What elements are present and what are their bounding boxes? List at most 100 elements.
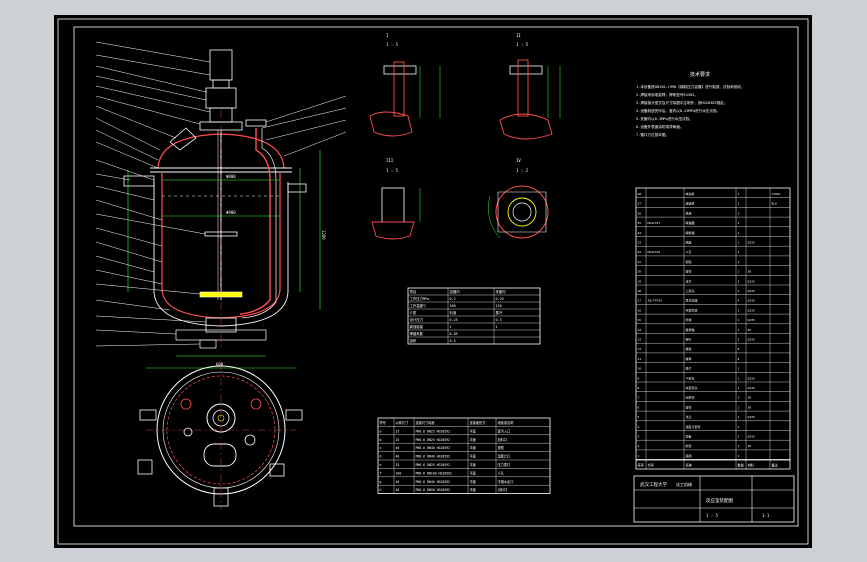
parts-table-cell: 13 [638,337,642,341]
parts-table-cell: 底座 [686,239,692,244]
nozzle-table-cell: h [380,488,382,492]
note-line-2: 2.焊接采用电弧焊，焊条型号E4303。 [636,92,698,97]
parts-table-cell: Q235 [748,289,755,293]
parts-table-cell: 8 [638,386,640,390]
nozzle-table-cell: 人孔 [498,470,505,475]
parts-table-cell: 减速机 [686,201,695,206]
left-leader-lines [95,41,211,347]
parts-table-cell: 25 [638,221,642,225]
title-sheet: 1-1 [762,513,770,518]
parts-table-cell: Q235 [748,415,755,419]
parts-table-cell: 2 [738,434,740,438]
parts-table-cell: 1 [738,192,740,196]
nozzle-table-cell: 25 [396,438,400,442]
parts-table-cell: 夹套封头 [686,385,698,390]
tech-table-header-cell: 项目 [410,290,417,294]
support-lug-left [123,175,155,187]
parts-table-cell: Q235 [748,434,755,438]
parts-table-cell: 1 [738,231,740,235]
parts-table-cell: HG21537 [648,221,661,225]
detail-view-iii: III 1 : 5 [371,158,421,240]
parts-table-cell: 19 [638,279,642,283]
nozzle-table-cell: 平面 [470,429,476,433]
parts-table-cell: 2 [638,444,640,448]
parts-table-cell: 视镜 [686,259,692,264]
nozzle-table-cell: b [380,438,382,442]
parts-table-cell: 6 [638,405,640,409]
right-leader-lines [261,95,347,157]
plan-view: 600 [137,362,303,510]
parts-table-cell: 22 [638,250,642,254]
nozzle-table-cell: PN0.6 DN40 HG20592 [416,480,451,484]
nozzle-table-header-cell: 连接面形式 [470,420,487,425]
nozzle-table-cell: PN0.6 DN25 HG20592 [416,463,451,467]
note-line-6: 6.设备外表面涂防锈漆两遍。 [636,124,683,129]
tech-table-cell: 设计压力 [410,317,424,322]
nozzle-table-cell: 平面 [470,446,476,450]
parts-table-cell: 1 [738,211,740,215]
tech-table-cell: 0.85 [450,332,458,336]
parts-table-cell: 45 [748,328,752,332]
parts-table-cell: 20 [748,444,752,448]
nozzle-table-cell: 平面 [470,471,476,475]
parts-table-cell: Q235 [748,279,755,283]
parts-table-cell: 26 [638,211,642,215]
parts-table-cell: 1 [738,240,740,244]
parts-table-cell: 11 [638,357,642,361]
nozzle-table-cell: 40 [396,455,400,459]
parts-table-cell: 电动机 [686,191,695,196]
parts-table-cell: 12 [638,347,642,351]
nozzle-table-header-cell: 符号 [380,420,386,425]
parts-table-header-border [635,459,791,470]
title-block: 武汉工程大学 化工机械 反应釜装配图 1 : 5 1-1 [633,475,795,523]
parts-table-cell: Q235 [748,376,755,380]
detail-iv-label: IV [516,158,521,163]
detail-view-ii: II 1 : 5 [499,33,561,140]
parts-table-cell: 桨叶 [686,336,692,341]
nozzle-table-cell: PN0.6 DN100 HG20592 [416,471,453,475]
detail-view-i: I 1 : 5 [369,33,441,137]
parts-table-cell: 20 [748,405,752,409]
parts-table-cell: 21 [638,260,642,264]
nozzle-table-cell: 蒸汽入口 [498,428,511,433]
title-drawing-name: 反应釜装配图 [706,497,733,504]
dim-inner-diameter: Φ800 [226,174,236,179]
parts-table-cell: 7 [638,396,640,400]
detail-iii-scale: 1 : 5 [386,168,399,173]
parts-table-cell: 8 [738,357,740,361]
nozzle-table-cell: 40 [396,480,400,484]
parts-table-cell: 1 [738,454,740,458]
parts-table-cell: 法兰 [686,414,692,419]
parts-table-cell: 15 [638,318,642,322]
cad-canvas[interactable] [54,15,812,548]
parts-table-cell: 接管 [686,404,692,409]
nozzle-table-cell: g [380,480,382,484]
nozzle-table-cell: PN0.6 DN50 HG20592 [416,488,451,492]
parts-table-cell: 9 [638,376,640,380]
parts-table-cell: 1 [738,270,740,274]
note-line-3: 3.焊接接头型式及尺寸除图中注明外，按HG20583规定。 [636,100,727,105]
nozzle-table-cell: PN0.6 DN40 HG20592 [416,455,451,459]
parts-table-cell: 人孔 [686,249,692,254]
nozzle-table-cell: 温度计口 [498,454,511,459]
nozzle-table-header-cell: 连接尺寸标准 [416,420,436,425]
nozzle-table-cell: 冷凝水出口 [498,479,514,484]
nozzle-table-cell: 100 [396,471,402,475]
nozzle-table-cell: 视镜 [498,445,505,450]
parts-table-cell: JB/T4725 [648,299,663,303]
parts-table-cell: 24 [638,231,642,235]
nozzle-table-cell: 加料口 [498,437,508,442]
parts-table-cell: 16 [638,308,642,312]
notes-title: 技术要求 [690,71,710,78]
parts-table-cell: 出料管 [686,395,695,400]
parts-table-cell: 蛇管 [686,443,692,448]
parts-table-cell: 挡板 [686,433,692,438]
nozzle-table-cell: PN0.6 DN40 HG20592 [416,446,451,450]
parts-table-cell: 夹套筒体 [686,307,698,312]
parts-table-cell: Q235 [748,318,755,322]
parts-table-cell: 筒体 [686,317,692,322]
note-line-1: 1.本设备按GB150-1998《钢制压力容器》进行制造、试验和验收。 [636,84,745,89]
nozzle-table-cell: 出料口 [498,487,508,492]
parts-table-cell: 27 [638,202,642,206]
